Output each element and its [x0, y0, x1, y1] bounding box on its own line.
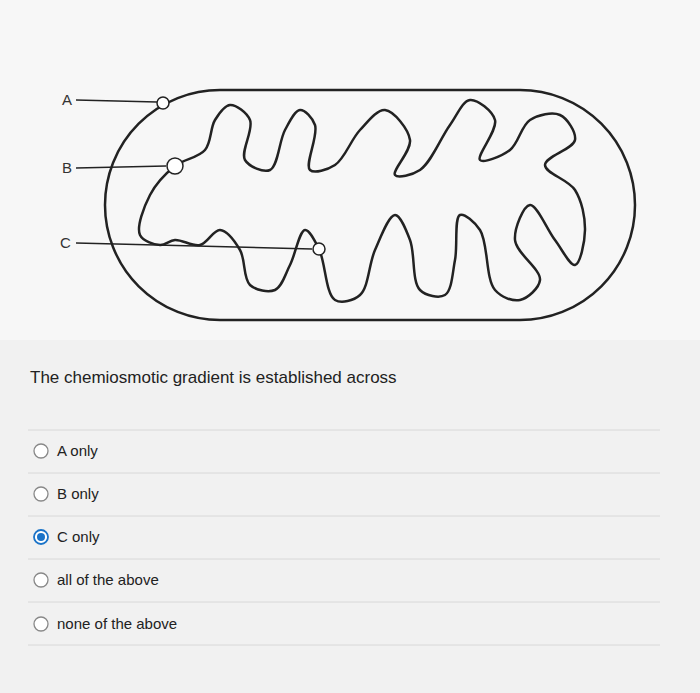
inner-membrane [139, 100, 585, 302]
image-ground [0, 0, 700, 340]
part-label: A [62, 91, 72, 109]
radio-buttons [34, 444, 48, 631]
option-separators [28, 430, 660, 645]
answer-option: B only [57, 485, 99, 503]
answer-option: all of the above [57, 571, 159, 589]
answer-option: none of the above [57, 615, 177, 633]
part-label: B [62, 159, 72, 177]
question-text: The chemiosmotic gradient is established… [30, 368, 397, 388]
part-label: C [60, 234, 71, 252]
outer-membrane [105, 90, 635, 320]
answer-option: A only [57, 442, 98, 460]
leader-lines [76, 97, 325, 255]
answer-option: C only [57, 528, 100, 546]
